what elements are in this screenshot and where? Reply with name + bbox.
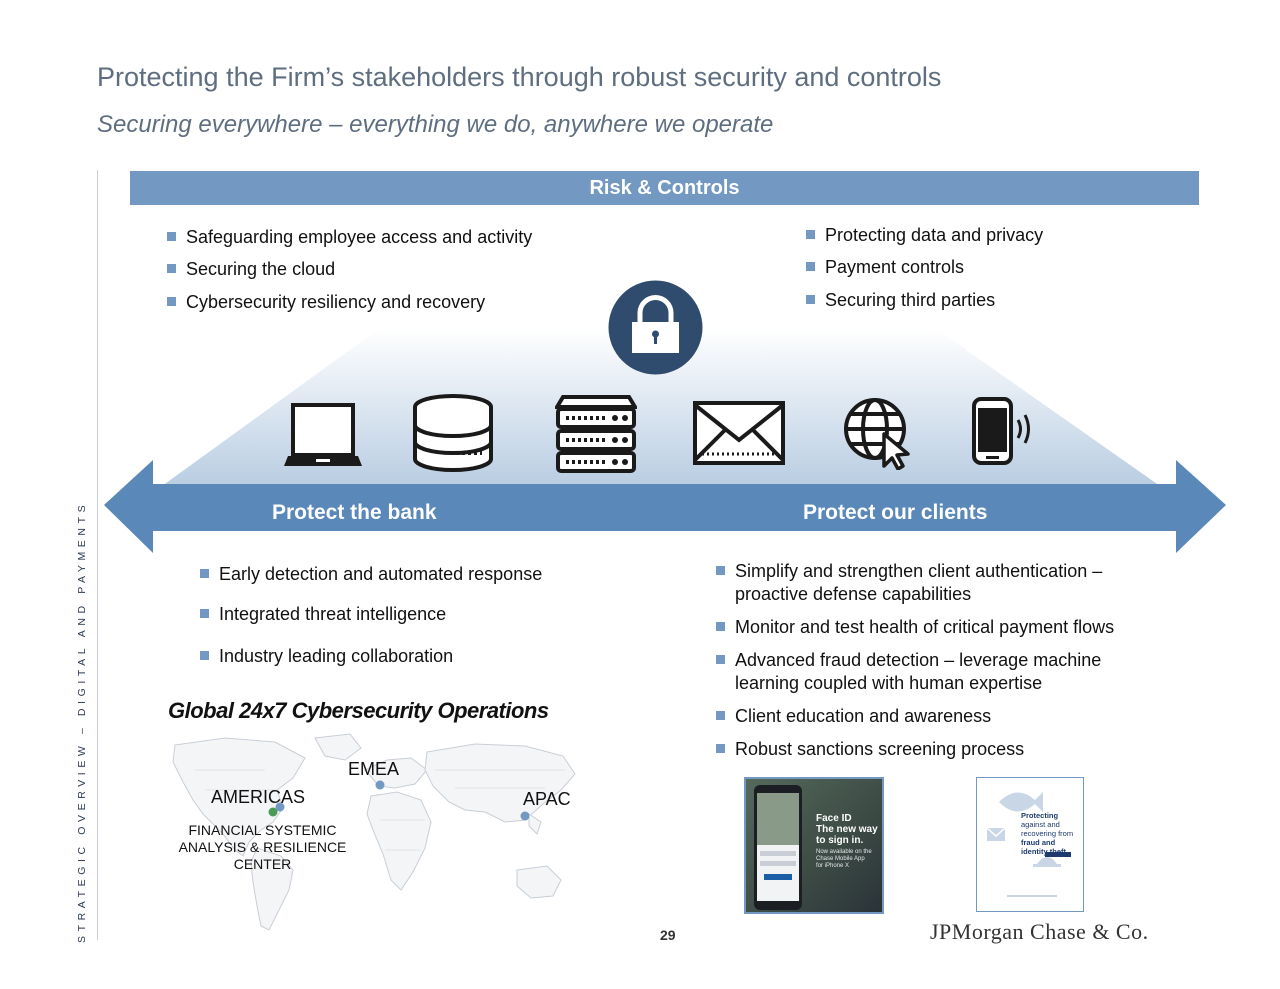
page-title: Protecting the Firm’s stakeholders throu… bbox=[97, 62, 942, 92]
fraud-booklet-image: Protecting against and recovering from f… bbox=[976, 777, 1084, 912]
list-item: Simplify and strengthen client authentic… bbox=[716, 560, 1146, 606]
bullet-square-icon bbox=[167, 264, 176, 273]
mail-icon bbox=[693, 401, 785, 465]
list-item: Securing the cloud bbox=[167, 259, 335, 280]
page-number: 29 bbox=[660, 927, 676, 943]
region-label-emea: EMEA bbox=[348, 759, 400, 779]
bullet-square-icon bbox=[806, 295, 815, 304]
bullet-square-icon bbox=[806, 230, 815, 239]
list-item: Payment controls bbox=[806, 257, 964, 278]
face-id-promo-background bbox=[746, 779, 882, 912]
bullet-square-icon bbox=[716, 622, 725, 631]
bullet-square-icon bbox=[716, 566, 725, 575]
jpmorgan-logo: JPMorgan Chase & Co. bbox=[930, 919, 1149, 944]
list-item: Protecting data and privacy bbox=[806, 225, 1043, 246]
global-ops-title: Global 24x7 Cybersecurity Operations bbox=[168, 698, 549, 723]
bullet-square-icon bbox=[716, 711, 725, 720]
database-icon bbox=[413, 394, 493, 472]
bullet-square-icon bbox=[167, 297, 176, 306]
region-label-americas: AMERICAS bbox=[211, 787, 306, 807]
face-id-caption: Now available on the Chase Mobile App fo… bbox=[816, 849, 872, 869]
americas-marker bbox=[275, 802, 285, 812]
mobile-phone-icon bbox=[972, 397, 1030, 465]
fraud-booklet-graphics bbox=[986, 792, 1071, 897]
fsarc-marker bbox=[268, 807, 278, 817]
list-item: Cybersecurity resiliency and recovery bbox=[167, 292, 485, 313]
lock-icon bbox=[608, 280, 703, 375]
list-item: Advanced fraud detection – leverage mach… bbox=[716, 649, 1146, 695]
list-item: Industry leading collaboration bbox=[200, 646, 453, 667]
bullet-square-icon bbox=[167, 232, 176, 241]
list-item: Securing third parties bbox=[806, 290, 995, 311]
list-item: Robust sanctions screening process bbox=[716, 738, 1024, 761]
banner-label: Risk & Controls bbox=[589, 177, 740, 199]
fsarc-label: FINANCIAL SYSTEMIC ANALYSIS & RESILIENCE… bbox=[178, 822, 347, 872]
server-icon bbox=[555, 395, 637, 473]
bullet-square-icon bbox=[200, 569, 209, 578]
globe-cursor-icon bbox=[844, 398, 910, 470]
risk-controls-banner bbox=[130, 171, 1199, 205]
region-label-apac: APAC bbox=[523, 789, 571, 809]
page-subtitle: Securing everywhere – everything we do, … bbox=[97, 111, 774, 138]
protect-bank-label: Protect the bank bbox=[272, 501, 437, 524]
bullet-square-icon bbox=[200, 651, 209, 660]
list-item: Safeguarding employee access and activit… bbox=[167, 227, 532, 248]
fraud-booklet-heading: Protecting against and recovering from f… bbox=[1021, 811, 1074, 856]
double-arrow bbox=[104, 460, 1226, 553]
apac-marker bbox=[520, 811, 530, 821]
face-id-heading: Face ID The new way to sign in. bbox=[816, 813, 878, 846]
protect-clients-label: Protect our clients bbox=[803, 501, 988, 524]
bullet-square-icon bbox=[200, 609, 209, 618]
emea-marker bbox=[375, 780, 385, 790]
world-map bbox=[172, 733, 576, 931]
list-item: Client education and awareness bbox=[716, 705, 991, 728]
face-id-promo-image: Face ID The new way to sign in. Now avai… bbox=[744, 777, 884, 914]
bullet-square-icon bbox=[806, 262, 815, 271]
list-item: Integrated threat intelligence bbox=[200, 604, 446, 625]
list-item: Monitor and test health of critical paym… bbox=[716, 616, 1166, 639]
list-item: Early detection and automated response bbox=[200, 564, 542, 585]
side-divider bbox=[97, 170, 98, 940]
bullet-square-icon bbox=[716, 744, 725, 753]
bullet-square-icon bbox=[716, 655, 725, 664]
laptop-icon bbox=[284, 403, 362, 466]
